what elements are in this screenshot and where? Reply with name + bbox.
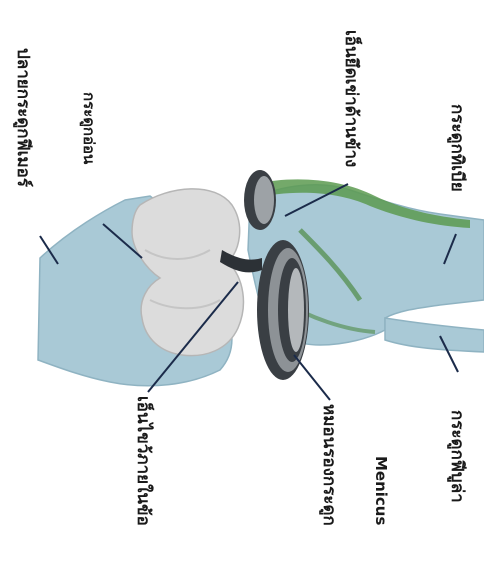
label-cartilage: กระดูกอ่อน — [79, 92, 98, 165]
label-lateral-ligament: เอ็นยึดเข่าด้านข้าง — [341, 30, 364, 167]
knee-illustration — [38, 170, 484, 386]
label-meniscus-thai: หมอนรองกระดูก — [318, 404, 339, 526]
label-femur-end: ปลายกระดูกฟีเมอร์ — [12, 48, 34, 188]
leader-meniscus — [294, 355, 330, 400]
fibula-bone — [385, 318, 484, 352]
label-cruciate-ligament: เอ็นไขว้ภายในข้อ — [133, 396, 156, 526]
label-tibia: กระดูกทิเบีย — [446, 104, 468, 192]
label-fibula: กระดูกฟีบูล่า — [446, 410, 468, 503]
label-meniscus-en: Menicus — [372, 456, 390, 525]
